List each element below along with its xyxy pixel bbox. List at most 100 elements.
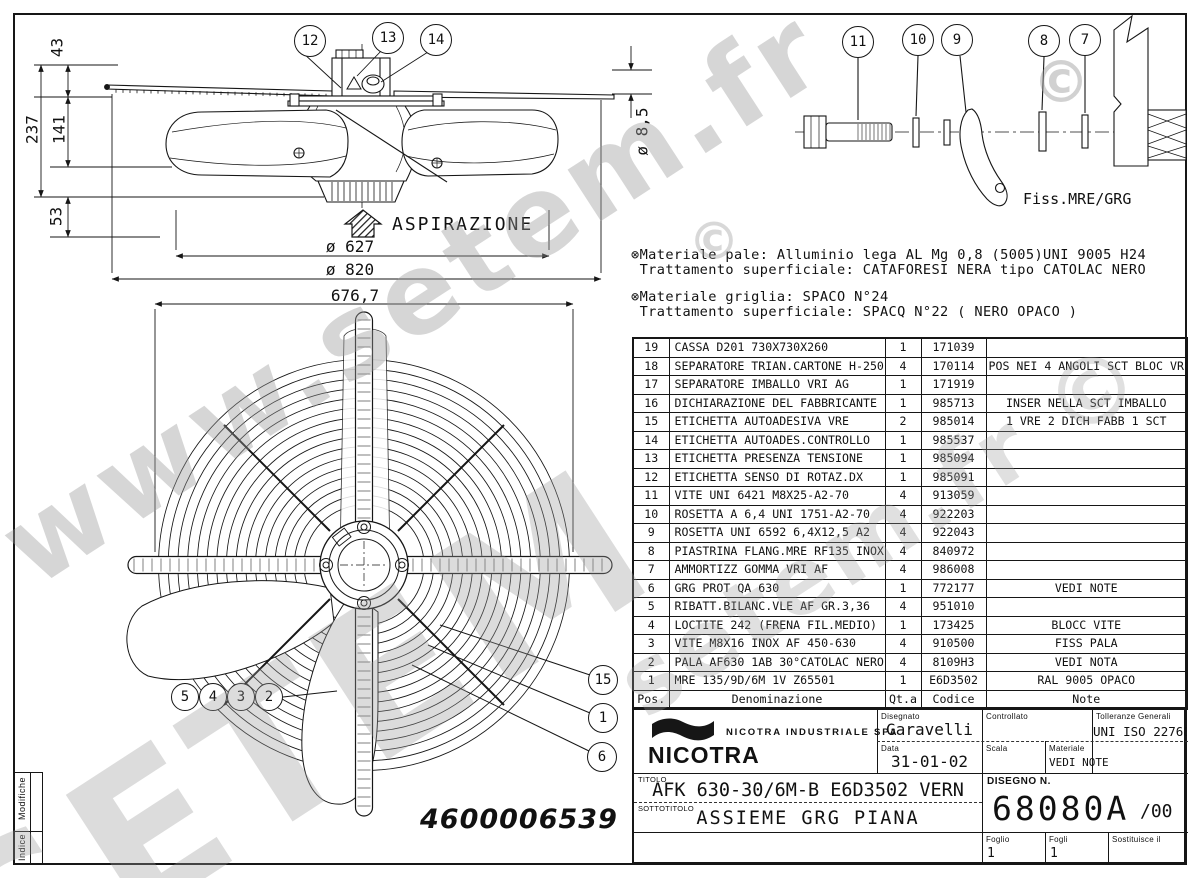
part-pos: 14 [632,430,670,450]
part-qty: 1 [884,430,922,450]
part-qty: 1 [884,393,922,413]
part-denomination: ETICHETTA PRESENZA TENSIONE [668,449,886,469]
part-pos: 18 [632,356,670,376]
part-qty: 4 [884,652,922,672]
part-code: 913059 [920,486,987,506]
parts-table-row: 10 ROSETTA A 6,4 UNI 1751-A2-70 4 922203 [632,504,1188,524]
part-code: 171919 [920,375,987,395]
part-qty: 1 [884,467,922,487]
part-code: 985537 [920,430,987,450]
drawing-part-number: 4600006539 [420,804,618,835]
part-denomination: PALA AF630 1AB 30°CATOLAC NERO [668,652,886,672]
balloon-2: 2 [255,683,283,711]
part-denomination: AMMORTIZZ GOMMA VRI AF [668,560,886,580]
parts-table-row: 6 GRG PROT QA 630 1 772177 VEDI NOTE [632,578,1188,598]
part-qty: 4 [884,504,922,524]
part-pos: 4 [632,615,670,635]
note-material-grille: ⊗Materiale griglia: SPACO N°24 [631,289,889,305]
modifiche-label: Modifiche [17,777,27,821]
part-code: 772177 [920,578,987,598]
value-sottotitolo: ASSIEME GRG PIANA [696,808,920,829]
part-note [985,337,1188,358]
value-data: 31-01-02 [890,752,969,771]
part-pos: 5 [632,597,670,617]
aspirazione-label: ASPIRAZIONE [392,214,534,235]
part-code: 910500 [920,634,987,654]
parts-table-row: 11 VITE UNI 6421 M8X25-A2-70 4 913059 [632,486,1188,506]
part-denomination: SEPARATORE TRIAN.CARTONE H-250 [668,356,886,376]
indice-box: Indice [13,831,31,865]
part-pos: 9 [632,523,670,543]
balloon-7: 7 [1069,24,1101,56]
value-materiale: VEDI NOTE [1049,756,1109,769]
part-code: 170114 [920,356,987,376]
label-foglio: Foglio [986,835,1010,844]
part-code: 8109H3 [920,652,987,672]
part-qty: 2 [884,412,922,432]
parts-table-row: 5 RIBATT.BILANC.VLE AF GR.3,36 4 951010 [632,597,1188,617]
part-note: VEDI NOTA [985,652,1188,672]
part-note [985,541,1188,561]
part-pos: 3 [632,634,670,654]
part-code: 985014 [920,412,987,432]
balloon-6: 6 [587,742,617,772]
label-disegnato: Disegnato [881,712,920,721]
balloon-1: 1 [588,703,618,733]
note-treatment-grille: Trattamento superficiale: SPACQ N°22 ( N… [631,304,1078,320]
part-code: 840972 [920,541,987,561]
parts-table-row: 17 SEPARATORE IMBALLO VRI AG 1 171919 [632,375,1188,395]
fan-front-view [126,311,613,817]
part-denomination: ETICHETTA AUTOADESIVA VRE [668,412,886,432]
part-code: 985094 [920,449,987,469]
part-code: E6D3502 [920,671,987,691]
parts-table-row: 4 LOCTITE 242 (FRENA FIL.MEDIO) 1 173425… [632,615,1188,635]
value-foglio: 1 [987,846,995,861]
balloon-5: 5 [171,683,199,711]
label-materiale: Materiale [1049,744,1085,753]
part-qty: 4 [884,523,922,543]
part-qty: 1 [884,615,922,635]
parts-table-row: 7 AMMORTIZZ GOMMA VRI AF 4 986008 [632,560,1188,580]
dim-627: ø 627 [325,237,375,256]
label-sottotitolo: SOTTOTITOLO [638,804,694,813]
part-note [985,504,1188,524]
part-note: BLOCC VITE [985,615,1188,635]
fastener-exploded-view [795,14,1187,207]
part-qty: 4 [884,560,922,580]
dim-53: 53 [46,206,66,227]
fiss-mre-grg-label: Fiss.MRE/GRG [1023,190,1132,208]
fan-side-view [104,44,615,238]
note-treatment-blades: Trattamento superficiale: CATAFORESI NER… [631,262,1147,278]
part-note [985,449,1188,469]
part-code: 922203 [920,504,987,524]
balloon-15: 15 [588,665,618,695]
part-pos: 17 [632,375,670,395]
parts-table-row: 3 VITE M8X16 INOX AF 450-630 4 910500 FI… [632,634,1188,654]
indice-label: Indice [17,834,27,862]
part-note [985,430,1188,450]
part-pos: 8 [632,541,670,561]
dim-237: 237 [22,115,42,144]
dim-8-5: ø 8,5 [632,107,652,156]
balloon-12: 12 [294,25,326,57]
part-denomination: VITE M8X16 INOX AF 450-630 [668,634,886,654]
dim-820: ø 820 [325,260,375,279]
value-titolo: AFK 630-30/6M-B E6D3502 VERN [652,780,964,801]
part-code: 951010 [920,597,987,617]
header-qty: Qt.a [884,689,922,710]
company-name: NICOTRA INDUSTRIALE SPA [726,727,899,738]
part-note [985,467,1188,487]
parts-table-row: 19 CASSA D201 730X730X260 1 171039 [632,337,1188,358]
part-note: INSER NELLA SCT IMBALLO [985,393,1188,413]
label-controllato: Controllato [986,712,1028,721]
parts-table-row: 13 ETICHETTA PRESENZA TENSIONE 1 985094 [632,449,1188,469]
part-pos: 7 [632,560,670,580]
label-titolo: TITOLO [638,775,667,784]
balloon-3: 3 [227,683,255,711]
dim-141: 141 [49,115,69,144]
title-block: NICOTRA NICOTRA INDUSTRIALE SPA Disegnat… [632,707,1188,864]
part-note [985,560,1188,580]
part-denomination: DICHIARAZIONE DEL FABBRICANTE [668,393,886,413]
